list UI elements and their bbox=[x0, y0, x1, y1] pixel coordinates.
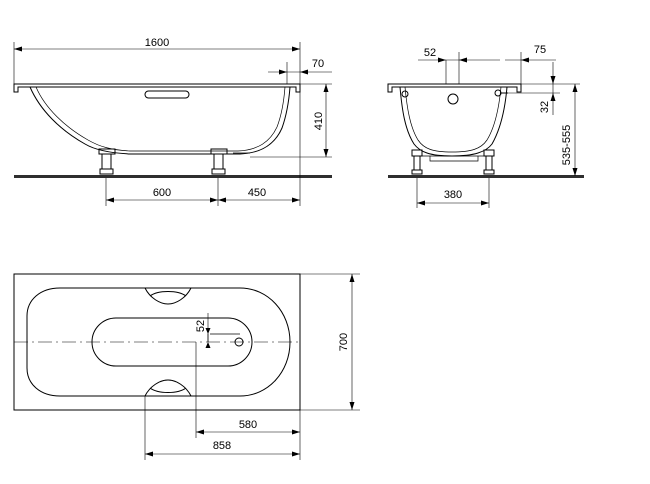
front-overflow-center bbox=[447, 93, 459, 105]
dim-side-feet-spacing: 600 bbox=[153, 187, 171, 199]
side-foot-left bbox=[98, 148, 116, 175]
plan-handle-top bbox=[144, 287, 192, 305]
dim-plan-handle-distance: 858 bbox=[213, 440, 231, 452]
plan-view: 52 700 580 858 bbox=[13, 273, 360, 460]
dim-front-feet-spacing: 380 bbox=[444, 189, 462, 201]
dim-front-height-range: 535-555 bbox=[561, 125, 573, 165]
dim-side-rim: 70 bbox=[312, 58, 324, 70]
front-overflow-left bbox=[401, 90, 409, 98]
side-tub-body bbox=[29, 86, 291, 155]
side-rim bbox=[13, 83, 301, 93]
side-view: 1600 70 410 600 450 bbox=[13, 37, 332, 206]
front-view: 52 75 32 535-555 380 bbox=[387, 44, 584, 208]
front-tub-body bbox=[399, 86, 508, 157]
plan-handle-bottom bbox=[144, 379, 192, 397]
front-foot-left bbox=[411, 149, 423, 175]
dim-plan-drain-distance: 580 bbox=[239, 419, 257, 431]
dim-front-right-offset: 75 bbox=[534, 44, 546, 56]
dim-front-overflow: 32 bbox=[539, 101, 551, 113]
front-floor-line bbox=[388, 175, 584, 178]
dim-side-height: 410 bbox=[313, 112, 325, 130]
dim-plan-drain-offset: 52 bbox=[195, 320, 207, 332]
plan-basin bbox=[26, 287, 291, 397]
dim-side-length: 1600 bbox=[145, 37, 169, 49]
dim-side-feet-offset: 450 bbox=[248, 187, 266, 199]
side-handle-slot bbox=[144, 90, 190, 99]
front-rim bbox=[387, 83, 522, 93]
front-overflow-right bbox=[494, 89, 508, 97]
dim-plan-width: 700 bbox=[338, 333, 350, 351]
plan-drain bbox=[234, 337, 244, 347]
front-foot-right bbox=[483, 149, 495, 175]
side-floor-line bbox=[14, 175, 332, 178]
dim-front-left-offset: 52 bbox=[424, 47, 436, 59]
side-tub-inner bbox=[35, 86, 286, 152]
front-tub-inner bbox=[404, 86, 502, 153]
side-foot-right bbox=[210, 148, 228, 175]
